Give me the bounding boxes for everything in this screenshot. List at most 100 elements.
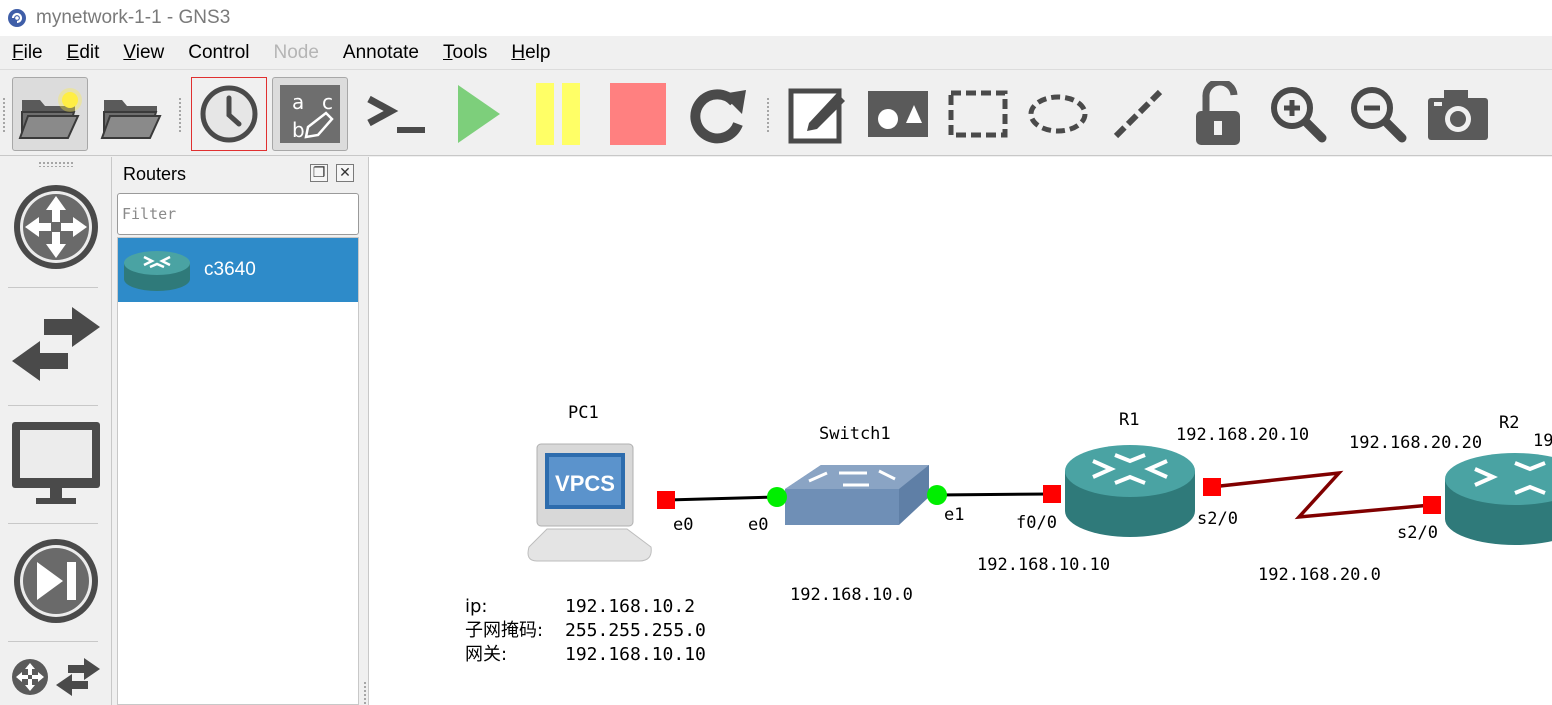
note-key: ip: bbox=[465, 596, 488, 617]
stop-all-button[interactable] bbox=[600, 77, 676, 151]
menu-help[interactable]: Help bbox=[511, 41, 551, 63]
pc1-screen-label: VPCS bbox=[555, 471, 615, 496]
insert-image-button[interactable] bbox=[860, 77, 936, 151]
insert-image-icon bbox=[868, 91, 928, 137]
suspend-all-button[interactable] bbox=[520, 77, 596, 151]
draw-line-icon bbox=[1113, 89, 1163, 139]
svg-text:a: a bbox=[292, 90, 304, 114]
start-all-button[interactable] bbox=[440, 77, 516, 151]
port-label-r1-f0-0: f0/0 bbox=[1016, 513, 1057, 533]
reload-all-button[interactable] bbox=[680, 77, 756, 151]
list-item-label: c3640 bbox=[204, 259, 256, 280]
port-label-pc1-e0: e0 bbox=[673, 515, 694, 535]
window-title: mynetwork-1-1 - GNS3 bbox=[36, 7, 231, 28]
new-project-icon bbox=[18, 88, 82, 139]
panel-title: Routers bbox=[123, 164, 187, 184]
security-devices-icon bbox=[14, 539, 98, 623]
float-panel-icon[interactable]: ❐ bbox=[310, 164, 328, 182]
switches-category-button[interactable] bbox=[8, 297, 104, 393]
port-label-r2-s2-0: s2/0 bbox=[1397, 523, 1438, 543]
device-list: c3640 bbox=[117, 237, 359, 705]
pc1-config-note[interactable]: ip: 192.168.10.2 子网掩码: 255.255.255.0 网关:… bbox=[465, 595, 706, 667]
all-devices-icon bbox=[12, 658, 100, 696]
gns3-logo-icon bbox=[8, 9, 26, 27]
note-row: 子网掩码: 255.255.255.0 bbox=[465, 619, 706, 643]
r2-address-truncated[interactable]: 19 bbox=[1533, 431, 1552, 451]
security-devices-button[interactable] bbox=[8, 533, 104, 629]
port-status-red bbox=[1043, 485, 1061, 503]
r2-s2-0-address[interactable]: 192.168.20.20 bbox=[1349, 433, 1483, 453]
zoom-out-button[interactable] bbox=[1340, 77, 1416, 151]
link-switch1-r1[interactable] bbox=[935, 492, 1052, 497]
close-panel-icon[interactable]: ✕ bbox=[336, 164, 354, 182]
screenshot-button[interactable] bbox=[1420, 77, 1496, 151]
open-project-button[interactable] bbox=[94, 77, 170, 151]
r2-node[interactable] bbox=[1445, 453, 1552, 545]
lock-button[interactable] bbox=[1180, 77, 1256, 151]
port-status-red bbox=[657, 491, 675, 509]
toolbar-grip[interactable] bbox=[766, 97, 770, 133]
r1-label[interactable]: R1 bbox=[1119, 410, 1140, 430]
r1-f0-0-address[interactable]: 192.168.10.10 bbox=[977, 555, 1111, 575]
zoom-in-icon bbox=[1271, 87, 1327, 143]
r1-s2-0-address[interactable]: 192.168.20.10 bbox=[1176, 425, 1310, 445]
note-value: 192.168.10.2 bbox=[565, 596, 696, 617]
network-10-label[interactable]: 192.168.10.0 bbox=[790, 585, 913, 605]
draw-ellipse-icon bbox=[1028, 94, 1088, 134]
menu-tools[interactable]: Tools bbox=[443, 41, 488, 63]
open-project-icon bbox=[100, 100, 162, 139]
draw-line-button[interactable] bbox=[1100, 77, 1176, 151]
list-item[interactable]: c3640 bbox=[118, 238, 358, 302]
link-pc1-switch1[interactable] bbox=[666, 495, 778, 502]
draw-rectangle-button[interactable] bbox=[940, 77, 1016, 151]
topology-canvas[interactable]: VPCS PC1 Switch1 R1 bbox=[368, 157, 1552, 705]
port-status-green bbox=[767, 487, 787, 507]
menu-annotate[interactable]: Annotate bbox=[342, 41, 419, 63]
filter-input[interactable] bbox=[117, 193, 359, 235]
snapshot-clock-icon bbox=[200, 85, 258, 143]
toolbar-grip[interactable] bbox=[2, 97, 6, 133]
panel-splitter[interactable] bbox=[362, 157, 368, 705]
pc1-label[interactable]: PC1 bbox=[568, 403, 599, 423]
port-label-r1-s2-0: s2/0 bbox=[1197, 509, 1238, 529]
serial-link-r1-r2[interactable] bbox=[1210, 470, 1432, 520]
show-interface-labels-button[interactable]: a c b bbox=[272, 77, 348, 151]
new-project-button[interactable] bbox=[12, 77, 88, 151]
zoom-in-button[interactable] bbox=[1260, 77, 1336, 151]
switch1-label[interactable]: Switch1 bbox=[819, 424, 891, 444]
port-label-switch1-e1: e1 bbox=[944, 505, 965, 525]
pc1-node[interactable]: VPCS bbox=[527, 443, 652, 562]
menu-control[interactable]: Control bbox=[188, 41, 250, 63]
port-status-red bbox=[1203, 478, 1221, 496]
network-20-label[interactable]: 192.168.20.0 bbox=[1258, 565, 1381, 585]
port-label-switch1-e0: e0 bbox=[748, 515, 769, 535]
note-value: 192.168.10.10 bbox=[565, 644, 706, 665]
dock-grip[interactable] bbox=[38, 161, 74, 167]
menu-edit[interactable]: Edit bbox=[66, 41, 100, 63]
lock-icon bbox=[1196, 81, 1240, 145]
menu-view[interactable]: View bbox=[123, 41, 165, 63]
r2-label[interactable]: R2 bbox=[1499, 413, 1520, 433]
suspend-all-icon bbox=[536, 83, 580, 145]
snapshot-button[interactable] bbox=[191, 77, 267, 151]
toolbar-grip[interactable] bbox=[178, 97, 182, 133]
draw-ellipse-button[interactable] bbox=[1020, 77, 1096, 151]
start-all-icon bbox=[458, 85, 500, 143]
dock-separator bbox=[8, 287, 98, 288]
zoom-out-icon bbox=[1351, 87, 1407, 143]
add-note-button[interactable] bbox=[780, 77, 856, 151]
switch1-node[interactable] bbox=[785, 465, 929, 525]
title-bar: mynetwork-1-1 - GNS3 bbox=[0, 0, 1552, 36]
routers-category-button[interactable] bbox=[8, 179, 104, 275]
r1-node[interactable] bbox=[1065, 445, 1195, 537]
port-status-green bbox=[927, 485, 947, 505]
note-row: ip: 192.168.10.2 bbox=[465, 595, 706, 619]
all-devices-button[interactable] bbox=[8, 651, 104, 703]
routers-category-icon bbox=[14, 185, 98, 269]
menu-file[interactable]: File bbox=[12, 41, 43, 63]
menu-node[interactable]: Node bbox=[273, 41, 319, 63]
svg-text:b: b bbox=[292, 118, 305, 142]
end-devices-category-button[interactable] bbox=[8, 415, 104, 511]
topology-drawing: VPCS bbox=[527, 443, 1552, 562]
console-all-button[interactable] bbox=[358, 77, 434, 151]
